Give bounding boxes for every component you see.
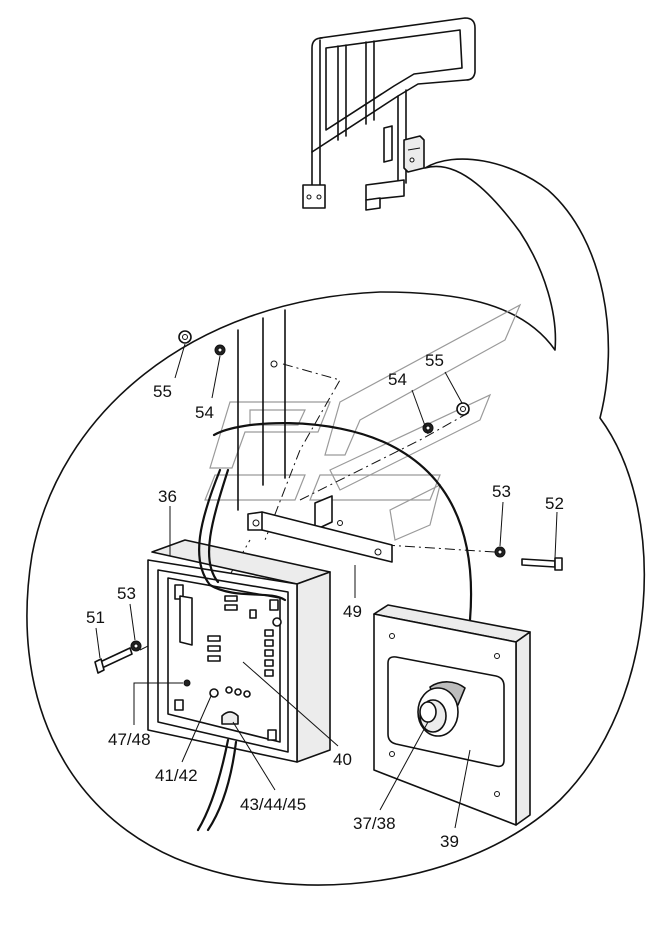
leader-lines bbox=[95, 343, 558, 829]
callout-54: 54 bbox=[388, 370, 407, 389]
post-lines bbox=[237, 309, 286, 511]
callout-36: 36 bbox=[158, 487, 177, 506]
callout-40: 40 bbox=[333, 750, 352, 769]
push-button-panel bbox=[373, 604, 531, 826]
cables bbox=[196, 422, 473, 832]
mounting-bracket bbox=[247, 495, 393, 563]
callout-37-38: 37/38 bbox=[353, 814, 396, 833]
callout-51: 51 bbox=[86, 608, 105, 627]
callout-47-48: 47/48 bbox=[108, 730, 151, 749]
callout-49: 49 bbox=[343, 602, 362, 621]
watermark bbox=[204, 303, 522, 541]
callout-55: 55 bbox=[425, 351, 444, 370]
callout-39: 39 bbox=[440, 832, 459, 851]
callout-43-44-45: 43/44/45 bbox=[240, 795, 306, 814]
handrail-assembly bbox=[302, 17, 476, 211]
control-box bbox=[147, 539, 331, 763]
callout-54: 54 bbox=[195, 403, 214, 422]
callout-53: 53 bbox=[117, 584, 136, 603]
callout-55: 55 bbox=[153, 382, 172, 401]
callout-52: 52 bbox=[545, 494, 564, 513]
callout-labels: 55 54 54 55 36 53 52 53 51 49 47/48 41/4… bbox=[86, 351, 564, 851]
callout-41-42: 41/42 bbox=[155, 766, 198, 785]
fasteners bbox=[94, 330, 563, 674]
callout-53: 53 bbox=[492, 482, 511, 501]
detail-bubble-outline bbox=[26, 158, 646, 886]
